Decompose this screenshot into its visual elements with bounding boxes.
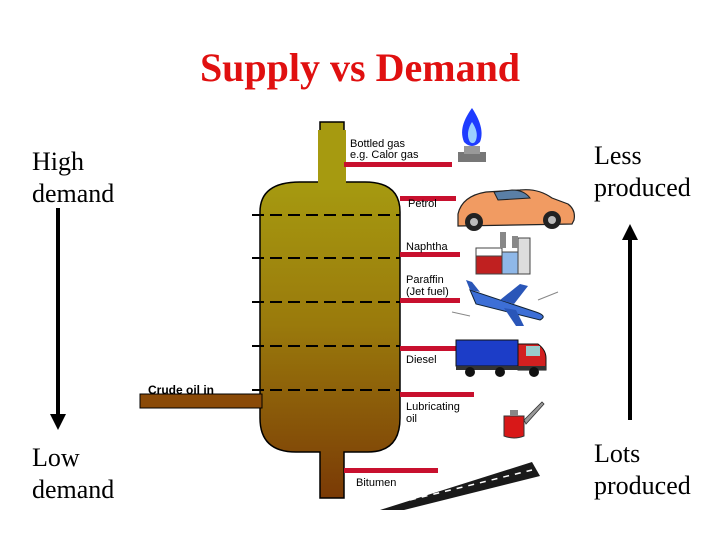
paraffin-label: Paraffin xyxy=(406,274,444,286)
sports-car-icon xyxy=(457,189,575,231)
lubricating-oil-label: oil xyxy=(406,413,417,425)
diesel-label: Diesel xyxy=(406,354,437,366)
lubricating-label: Lubricating xyxy=(406,401,460,413)
lorry-icon xyxy=(455,339,547,377)
column-trays xyxy=(252,214,400,391)
naphtha-label: Naphtha xyxy=(406,241,448,253)
oil-can-icon xyxy=(503,401,545,439)
bitumen-label: Bitumen xyxy=(356,477,396,489)
road-icon xyxy=(380,462,540,510)
production-arrow xyxy=(622,224,638,420)
bottled-gas-label: Bottled gas xyxy=(350,138,406,150)
crude-oil-label: Crude oil in xyxy=(148,383,214,397)
jet-airplane-icon xyxy=(451,280,559,326)
distillation-column xyxy=(139,121,401,499)
petrol-label: Petrol xyxy=(408,198,437,210)
gas-flame-icon xyxy=(458,108,486,162)
outlet-pipes xyxy=(344,162,474,473)
jet-fuel-label: (Jet fuel) xyxy=(406,286,449,298)
page-title: Supply vs Demand xyxy=(199,45,521,90)
chemical-plant-icon xyxy=(475,232,531,275)
demand-arrow xyxy=(50,208,66,430)
bottled-gas-sub-label: e.g. Calor gas xyxy=(350,149,419,161)
